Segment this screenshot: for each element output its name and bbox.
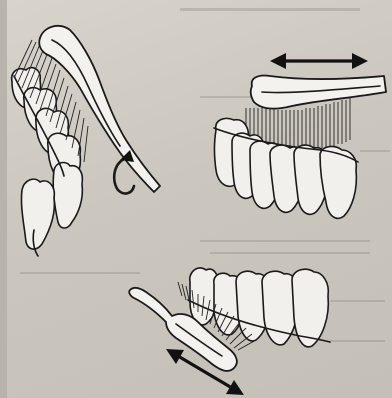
panel2-tooth-6 (320, 147, 356, 219)
panel1-tooth-6 (21, 179, 54, 249)
panel2-arrowhead-left (270, 53, 286, 69)
panel-outer-surface (214, 53, 386, 218)
panel2-arrowhead-right (352, 53, 368, 69)
panel-inner-surface (129, 268, 330, 395)
panel-vertical-tilt (12, 26, 160, 256)
panel1-tooth-5 (53, 163, 82, 228)
